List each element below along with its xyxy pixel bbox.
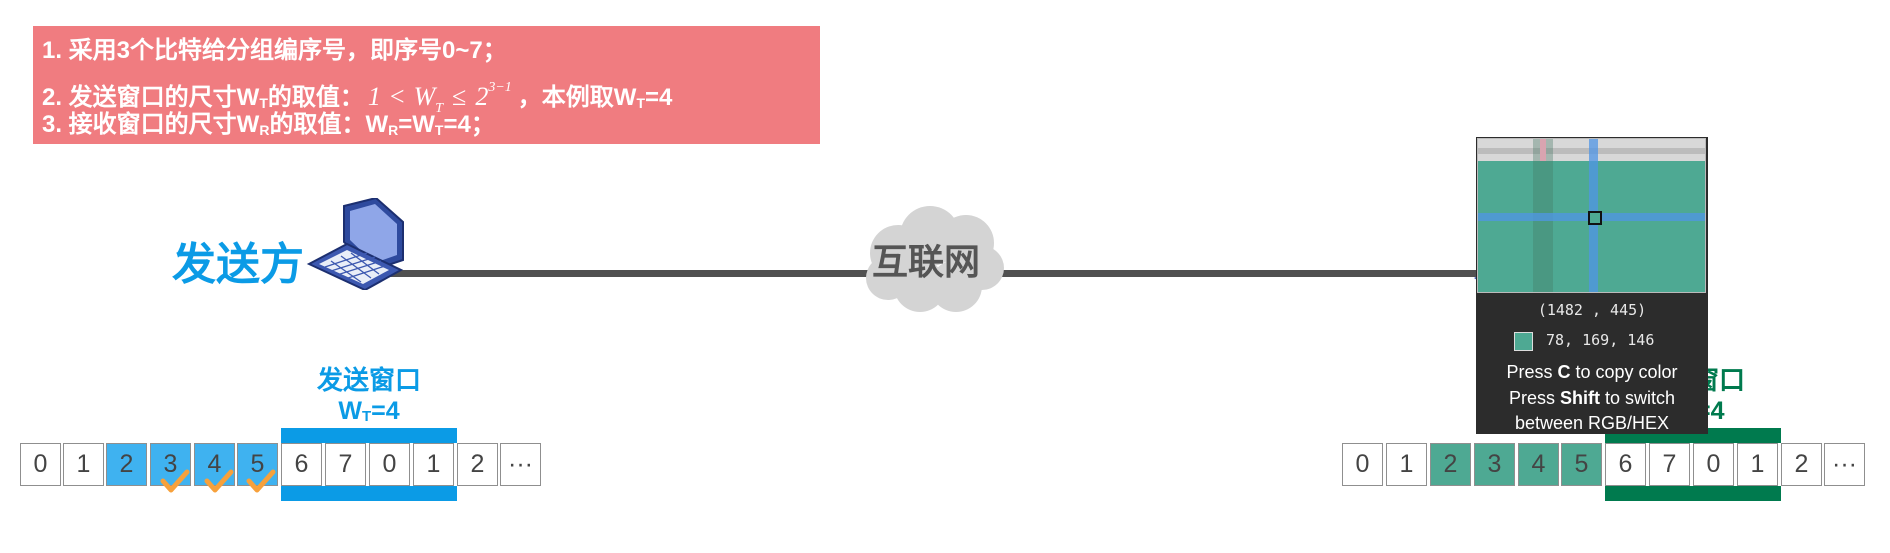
receiver-seq-cell: 0: [1342, 443, 1383, 486]
sender-window-bar-bottom: [281, 486, 457, 501]
note-line-3-eq: =W: [398, 111, 435, 138]
picker-tip-copy: Press C to copy color: [1476, 362, 1708, 383]
check-icon: [160, 469, 190, 493]
picker-color-swatch: [1514, 332, 1533, 351]
sender-seq-cell: 2: [106, 443, 147, 486]
magnifier-preview: [1477, 138, 1706, 293]
note-line-2-suffix: ，本例取W: [517, 84, 637, 111]
note-line-3: 3. 接收窗口的尺寸WR的取值：WR=WT=4；: [42, 106, 820, 143]
note-line-1: 1. 采用3个比特给分组编序号，即序号0~7；: [42, 32, 820, 69]
picker-tip-switch: Press Shift to switch: [1476, 388, 1708, 409]
receiver-seq-cell: 2: [1781, 443, 1822, 486]
receiver-seq-cell: 1: [1386, 443, 1427, 486]
receiver-seq-cell: ···: [1824, 443, 1865, 486]
tip-switch-key: Shift: [1559, 388, 1600, 408]
note-line-3-end: =4；: [443, 111, 495, 138]
note-line-2-suffix-sub: T: [636, 95, 645, 111]
sender-window-bar-top: [281, 428, 457, 443]
note-line-3-sub3: T: [434, 122, 444, 138]
check-icon: [246, 469, 276, 493]
formula-lt: <: [389, 82, 405, 111]
tip-copy-a: Press: [1506, 362, 1558, 382]
sender-seq-cell: 7: [325, 443, 366, 486]
note-line-2: 2. 发送窗口的尺寸WT的取值：1<WT≤23−1，本例取WT=4: [42, 69, 820, 116]
note-line-2-prefix: 2. 发送窗口的尺寸W: [42, 84, 260, 111]
receiver-seq-cell: 6: [1605, 443, 1646, 486]
receiver-seq-cell: 3: [1474, 443, 1515, 486]
sender-seq-cell: 0: [20, 443, 61, 486]
magnifier-crosshair: [1588, 211, 1602, 225]
sender-seq-cell: 2: [457, 443, 498, 486]
tip-switch-b: to switch: [1599, 388, 1676, 408]
note-line-3-sub2: R: [388, 122, 399, 138]
tip-copy-b: to copy color: [1570, 362, 1678, 382]
sender-seq-cell: 0: [369, 443, 410, 486]
note-line-2-mid: 的取值：: [267, 84, 364, 111]
formula-left: 1: [367, 82, 381, 111]
tip-switch-a: Press: [1508, 388, 1560, 408]
note-line-3-prefix: 3. 接收窗口的尺寸W: [42, 111, 260, 138]
window-formula: 1 < WT ≤23−1: [367, 80, 512, 116]
picker-coordinates: (1482 , 445): [1537, 301, 1647, 319]
sender-window-title: 发送窗口: [316, 365, 421, 395]
receiver-window-bar-bottom: [1605, 486, 1781, 501]
color-picker-overlay: (1482 , 445) 78, 169, 146 Press C to cop…: [1476, 137, 1708, 434]
sender-seq-cell: 1: [63, 443, 104, 486]
picker-tip-format: between RGB/HEX: [1514, 413, 1670, 433]
notes-box: 1. 采用3个比特给分组编序号，即序号0~7； 2. 发送窗口的尺寸WT的取值：…: [33, 26, 820, 144]
formula-exp: 3−1: [488, 80, 512, 95]
receiver-seq-cell: 4: [1518, 443, 1559, 486]
sender-seq-cell: 1: [413, 443, 454, 486]
note-line-2-sub: T: [259, 95, 268, 111]
sender-seq-cell: 3: [150, 443, 191, 486]
note-line-3-sub: R: [259, 122, 270, 138]
cloud-icon: [866, 206, 1004, 312]
picker-rgb-value: 78, 169, 146: [1546, 331, 1655, 349]
formula-w-sub: T: [435, 101, 444, 116]
receiver-seq-cell: 0: [1693, 443, 1734, 486]
sender-window-size: WT=4: [281, 397, 457, 426]
sender-laptop-icon: [306, 198, 404, 290]
receiver-seq-cell: 5: [1561, 443, 1602, 486]
sender-size-sub: T: [361, 408, 372, 425]
note-line-3-mid: 的取值：W: [269, 111, 389, 138]
sender-seq-cell: 5: [237, 443, 278, 486]
network-label: 互联网: [871, 241, 980, 282]
receiver-seq-cell: 1: [1737, 443, 1778, 486]
receiver-seq-cell: 2: [1430, 443, 1471, 486]
formula-w: W: [413, 82, 436, 111]
sender-size-value: =4: [371, 397, 400, 425]
receiver-seq-cell: 7: [1649, 443, 1690, 486]
sender-seq-cell: ···: [500, 443, 541, 486]
note-line-1-text: 1. 采用3个比特给分组编序号，即序号0~7；: [42, 37, 507, 64]
sender-label: 发送方: [172, 240, 304, 289]
note-line-2-suffix-val: =4: [645, 84, 673, 111]
sender-size-prefix: W: [338, 397, 362, 425]
sender-seq-cell: 6: [281, 443, 322, 486]
check-icon: [204, 469, 234, 493]
formula-base: 2: [475, 82, 489, 111]
tip-copy-key: C: [1557, 362, 1571, 382]
formula-le: ≤: [452, 82, 467, 111]
